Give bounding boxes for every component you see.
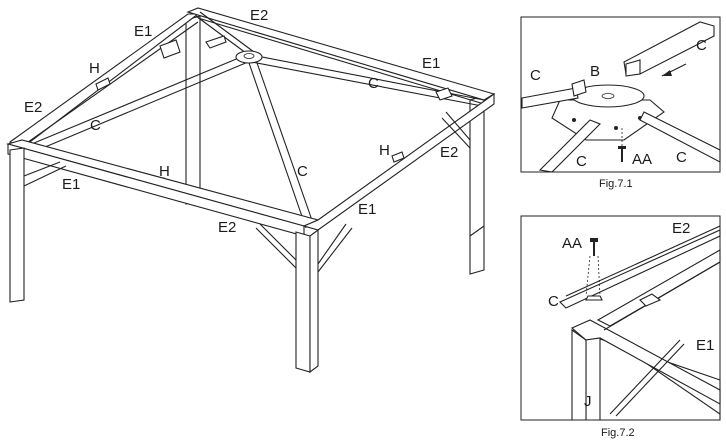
label-e1-front-right: E1 xyxy=(358,201,376,218)
fig-7-1-label-b: B xyxy=(590,63,600,80)
fig-7-1-bolt xyxy=(618,128,626,162)
label-c-center: C xyxy=(297,163,308,180)
fig-7-1-label-aa: AA xyxy=(632,151,652,168)
fig-7-2-label-j: J xyxy=(584,393,592,410)
fig-7-2-bolt xyxy=(585,238,603,301)
beam-front-e2 xyxy=(5,139,320,237)
fig-7-1-label-c-top-right: C xyxy=(696,37,707,54)
gazebo-frame xyxy=(5,7,496,374)
label-e2-top: E2 xyxy=(250,7,268,24)
fig-7-2-beams xyxy=(559,225,721,421)
fig-7-1-caption: Fig.7.1 xyxy=(599,178,633,190)
label-e1-top-left: E1 xyxy=(134,23,152,40)
post-front-left xyxy=(9,147,67,303)
label-c-left: C xyxy=(90,117,101,134)
beam-right-e1 xyxy=(302,92,495,231)
fig-7-1-label-c-left: C xyxy=(530,67,541,84)
fig-7-2-caption: Fig.7.2 xyxy=(601,427,635,439)
fig-7-1: C C B C AA C Fig.7.1 xyxy=(520,16,721,190)
fig-7-1-label-c-bottom-left: C xyxy=(576,153,587,170)
post-back-left xyxy=(185,15,201,205)
label-h-right: H xyxy=(379,142,390,159)
rafters-c xyxy=(21,11,485,229)
label-h-left: H xyxy=(89,60,100,77)
fig-7-1-rafters xyxy=(521,21,721,173)
label-e2-front: E2 xyxy=(218,219,236,236)
fig-7-2-label-c: C xyxy=(548,293,559,310)
label-e1-top-right: E1 xyxy=(422,55,440,72)
label-e2-right: E2 xyxy=(440,144,458,161)
fig-7-2: AA E2 C E1 J Fig.7.2 xyxy=(520,215,721,439)
fig-7-2-label-e2: E2 xyxy=(672,220,690,237)
fig-7-1-label-c-bottom-right: C xyxy=(676,149,687,166)
post-back-right xyxy=(469,95,485,275)
label-c-top-right: C xyxy=(368,75,379,92)
post-front xyxy=(255,223,353,374)
fig-7-2-label-aa: AA xyxy=(562,235,582,252)
main-labels: E1 E2 H E1 C E2 C H H E2 C E1 E1 E2 xyxy=(24,7,458,236)
fig-7-1-arrow xyxy=(661,63,687,77)
label-e1-front-left: E1 xyxy=(62,176,80,193)
post-right-braces xyxy=(441,111,485,237)
label-e2-left: E2 xyxy=(24,99,42,116)
fig-7-2-label-e1: E1 xyxy=(696,337,714,354)
label-h-front: H xyxy=(159,163,170,180)
